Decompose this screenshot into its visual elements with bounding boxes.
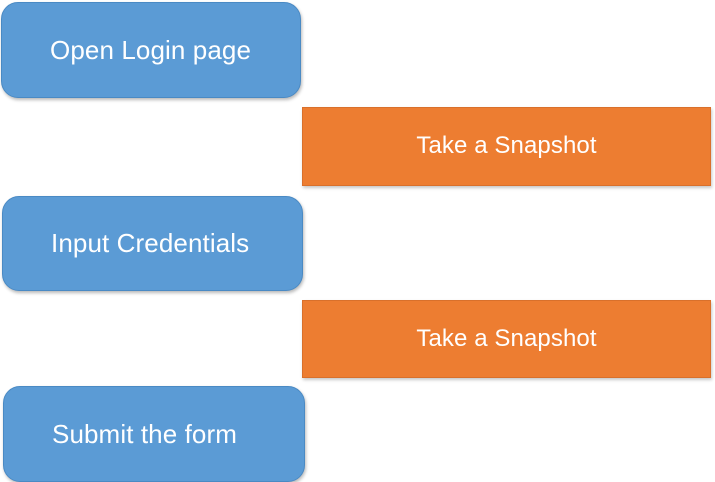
flow-node-label: Input Credentials (51, 228, 250, 259)
flow-node-label: Submit the form (52, 418, 238, 449)
flow-node-take-a-snapshot-2[interactable]: Take a Snapshot (302, 300, 711, 378)
flow-node-take-a-snapshot-1[interactable]: Take a Snapshot (302, 107, 711, 186)
flow-node-open-login-page[interactable]: Open Login page (1, 2, 301, 98)
flow-node-input-credentials[interactable]: Input Credentials (2, 196, 303, 291)
flow-node-label: Take a Snapshot (416, 324, 597, 352)
flow-node-label: Open Login page (50, 34, 252, 65)
flow-node-submit-the-form[interactable]: Submit the form (3, 386, 305, 482)
flow-node-label: Take a Snapshot (416, 132, 597, 160)
